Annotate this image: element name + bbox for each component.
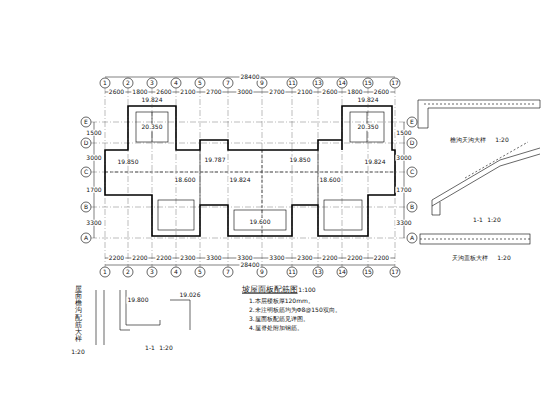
dimension: 28400 — [239, 74, 260, 81]
axis-label: 3 — [149, 269, 155, 276]
dimension: 2200 — [155, 255, 172, 262]
note: 3.屋面板配筋见详图。 — [248, 316, 310, 323]
axis-label: 7 — [225, 80, 231, 87]
axis-label: 17 — [390, 80, 400, 87]
dimension: 2200 — [131, 255, 148, 262]
axis-label: D — [83, 140, 90, 147]
dimension: 1800 — [346, 89, 363, 96]
dimension: 2300 — [296, 255, 313, 262]
dimension: 2200 — [108, 255, 125, 262]
elevation-mark: 19.850 — [117, 159, 140, 166]
axis-label: 4 — [173, 269, 179, 276]
detail-title: 屋面檐沟配筋大样 — [74, 286, 83, 343]
note: 2.未注明板筋均为Φ8@150双向。 — [248, 307, 342, 314]
dimension: 2600 — [321, 89, 338, 96]
detail-title: 天沟盖板大样 — [451, 255, 489, 262]
axis-label: 15 — [363, 269, 373, 276]
axis-label: 15 — [363, 80, 373, 87]
dimension: 1800 — [131, 89, 148, 96]
elevation-mark: 19.824 — [364, 159, 387, 166]
scale-label: 1:20 — [496, 255, 511, 262]
axis-label: 14 — [337, 269, 347, 276]
axis-label: 9 — [259, 269, 265, 276]
section-label: 1-1 — [472, 217, 484, 224]
dimension: 1500 — [395, 129, 412, 136]
axis-label: 1 — [102, 80, 108, 87]
dimension: 3300 — [236, 255, 253, 262]
axis-label: 13 — [313, 80, 323, 87]
elevation-mark: 19.850 — [289, 157, 312, 164]
axis-label: 2 — [125, 269, 131, 276]
elevation-mark: 19.026 — [179, 292, 202, 299]
scale-label: 1:20 — [158, 345, 173, 352]
elevation-mark: 19.824 — [357, 97, 380, 104]
dimension: 3300 — [85, 219, 102, 226]
axis-label: B — [83, 204, 89, 211]
dimension: 2200 — [346, 255, 363, 262]
axis-label: D — [409, 140, 416, 147]
elevation-mark: 19.800 — [127, 297, 150, 304]
axis-label: B — [409, 204, 415, 211]
elevation-mark: 18.600 — [174, 177, 197, 184]
scale-label: 1:20 — [486, 217, 501, 224]
axis-label: 4 — [173, 80, 179, 87]
dimension: 1500 — [85, 129, 102, 136]
dimension: 3000 — [236, 89, 253, 96]
dimension: 2700 — [205, 89, 222, 96]
axis-label: C — [83, 169, 89, 176]
elevation-mark: 20.350 — [141, 124, 164, 131]
dimension: 2100 — [179, 89, 196, 96]
elevation-mark: 19.787 — [204, 157, 227, 164]
axis-label: A — [83, 235, 89, 242]
dimension: 3300 — [395, 219, 412, 226]
dimension: 3000 — [395, 154, 412, 161]
dimension: 2200 — [321, 255, 338, 262]
axis-label: 9 — [259, 80, 265, 87]
axis-label: E — [83, 119, 89, 126]
dimension: 2100 — [296, 89, 313, 96]
dimension: 1700 — [395, 186, 412, 193]
elevation-mark: 19.824 — [229, 177, 252, 184]
elevation-mark: 19.600 — [249, 219, 272, 226]
elevation-mark: 20.350 — [357, 124, 380, 131]
axis-label: 7 — [225, 269, 231, 276]
note: 4.屋脊处附加钢筋。 — [248, 325, 304, 332]
elevation-mark: 19.824 — [141, 97, 164, 104]
drawing-title: 坡屋面板配筋图 — [241, 286, 299, 295]
axis-label: C — [409, 169, 415, 176]
axis-label: 17 — [390, 269, 400, 276]
axis-label: 5 — [197, 80, 203, 87]
dimension: 3300 — [268, 255, 285, 262]
dimension: 3000 — [85, 154, 102, 161]
dimension: 1700 — [85, 186, 102, 193]
dimension: 2700 — [268, 89, 285, 96]
dimension: 3300 — [205, 255, 222, 262]
scale-label: 1:20 — [70, 349, 85, 356]
dimension: 2300 — [179, 255, 196, 262]
dimension: 28400 — [239, 262, 260, 269]
section-label: 1-1 — [144, 345, 156, 352]
axis-label: 11 — [287, 269, 297, 276]
dimension: 2200 — [373, 255, 390, 262]
dimension: 2600 — [373, 89, 390, 96]
axis-label: 13 — [313, 269, 323, 276]
axis-label: 5 — [197, 269, 203, 276]
axis-label: 3 — [149, 80, 155, 87]
axis-label: E — [409, 119, 415, 126]
detail-title: 檐沟天沟大样 — [449, 137, 487, 144]
axis-label: 2 — [125, 80, 131, 87]
scale-label: 1:100 — [297, 287, 316, 294]
dimension: 2600 — [108, 89, 125, 96]
axis-label: A — [409, 235, 415, 242]
note: 1.本层楼板厚120mm。 — [248, 298, 315, 305]
dimension: 2600 — [155, 89, 172, 96]
elevation-mark: 18.600 — [319, 177, 342, 184]
axis-label: 1 — [102, 269, 108, 276]
axis-label: 11 — [287, 80, 297, 87]
axis-label: 14 — [337, 80, 347, 87]
scale-label: 1:20 — [494, 137, 509, 144]
